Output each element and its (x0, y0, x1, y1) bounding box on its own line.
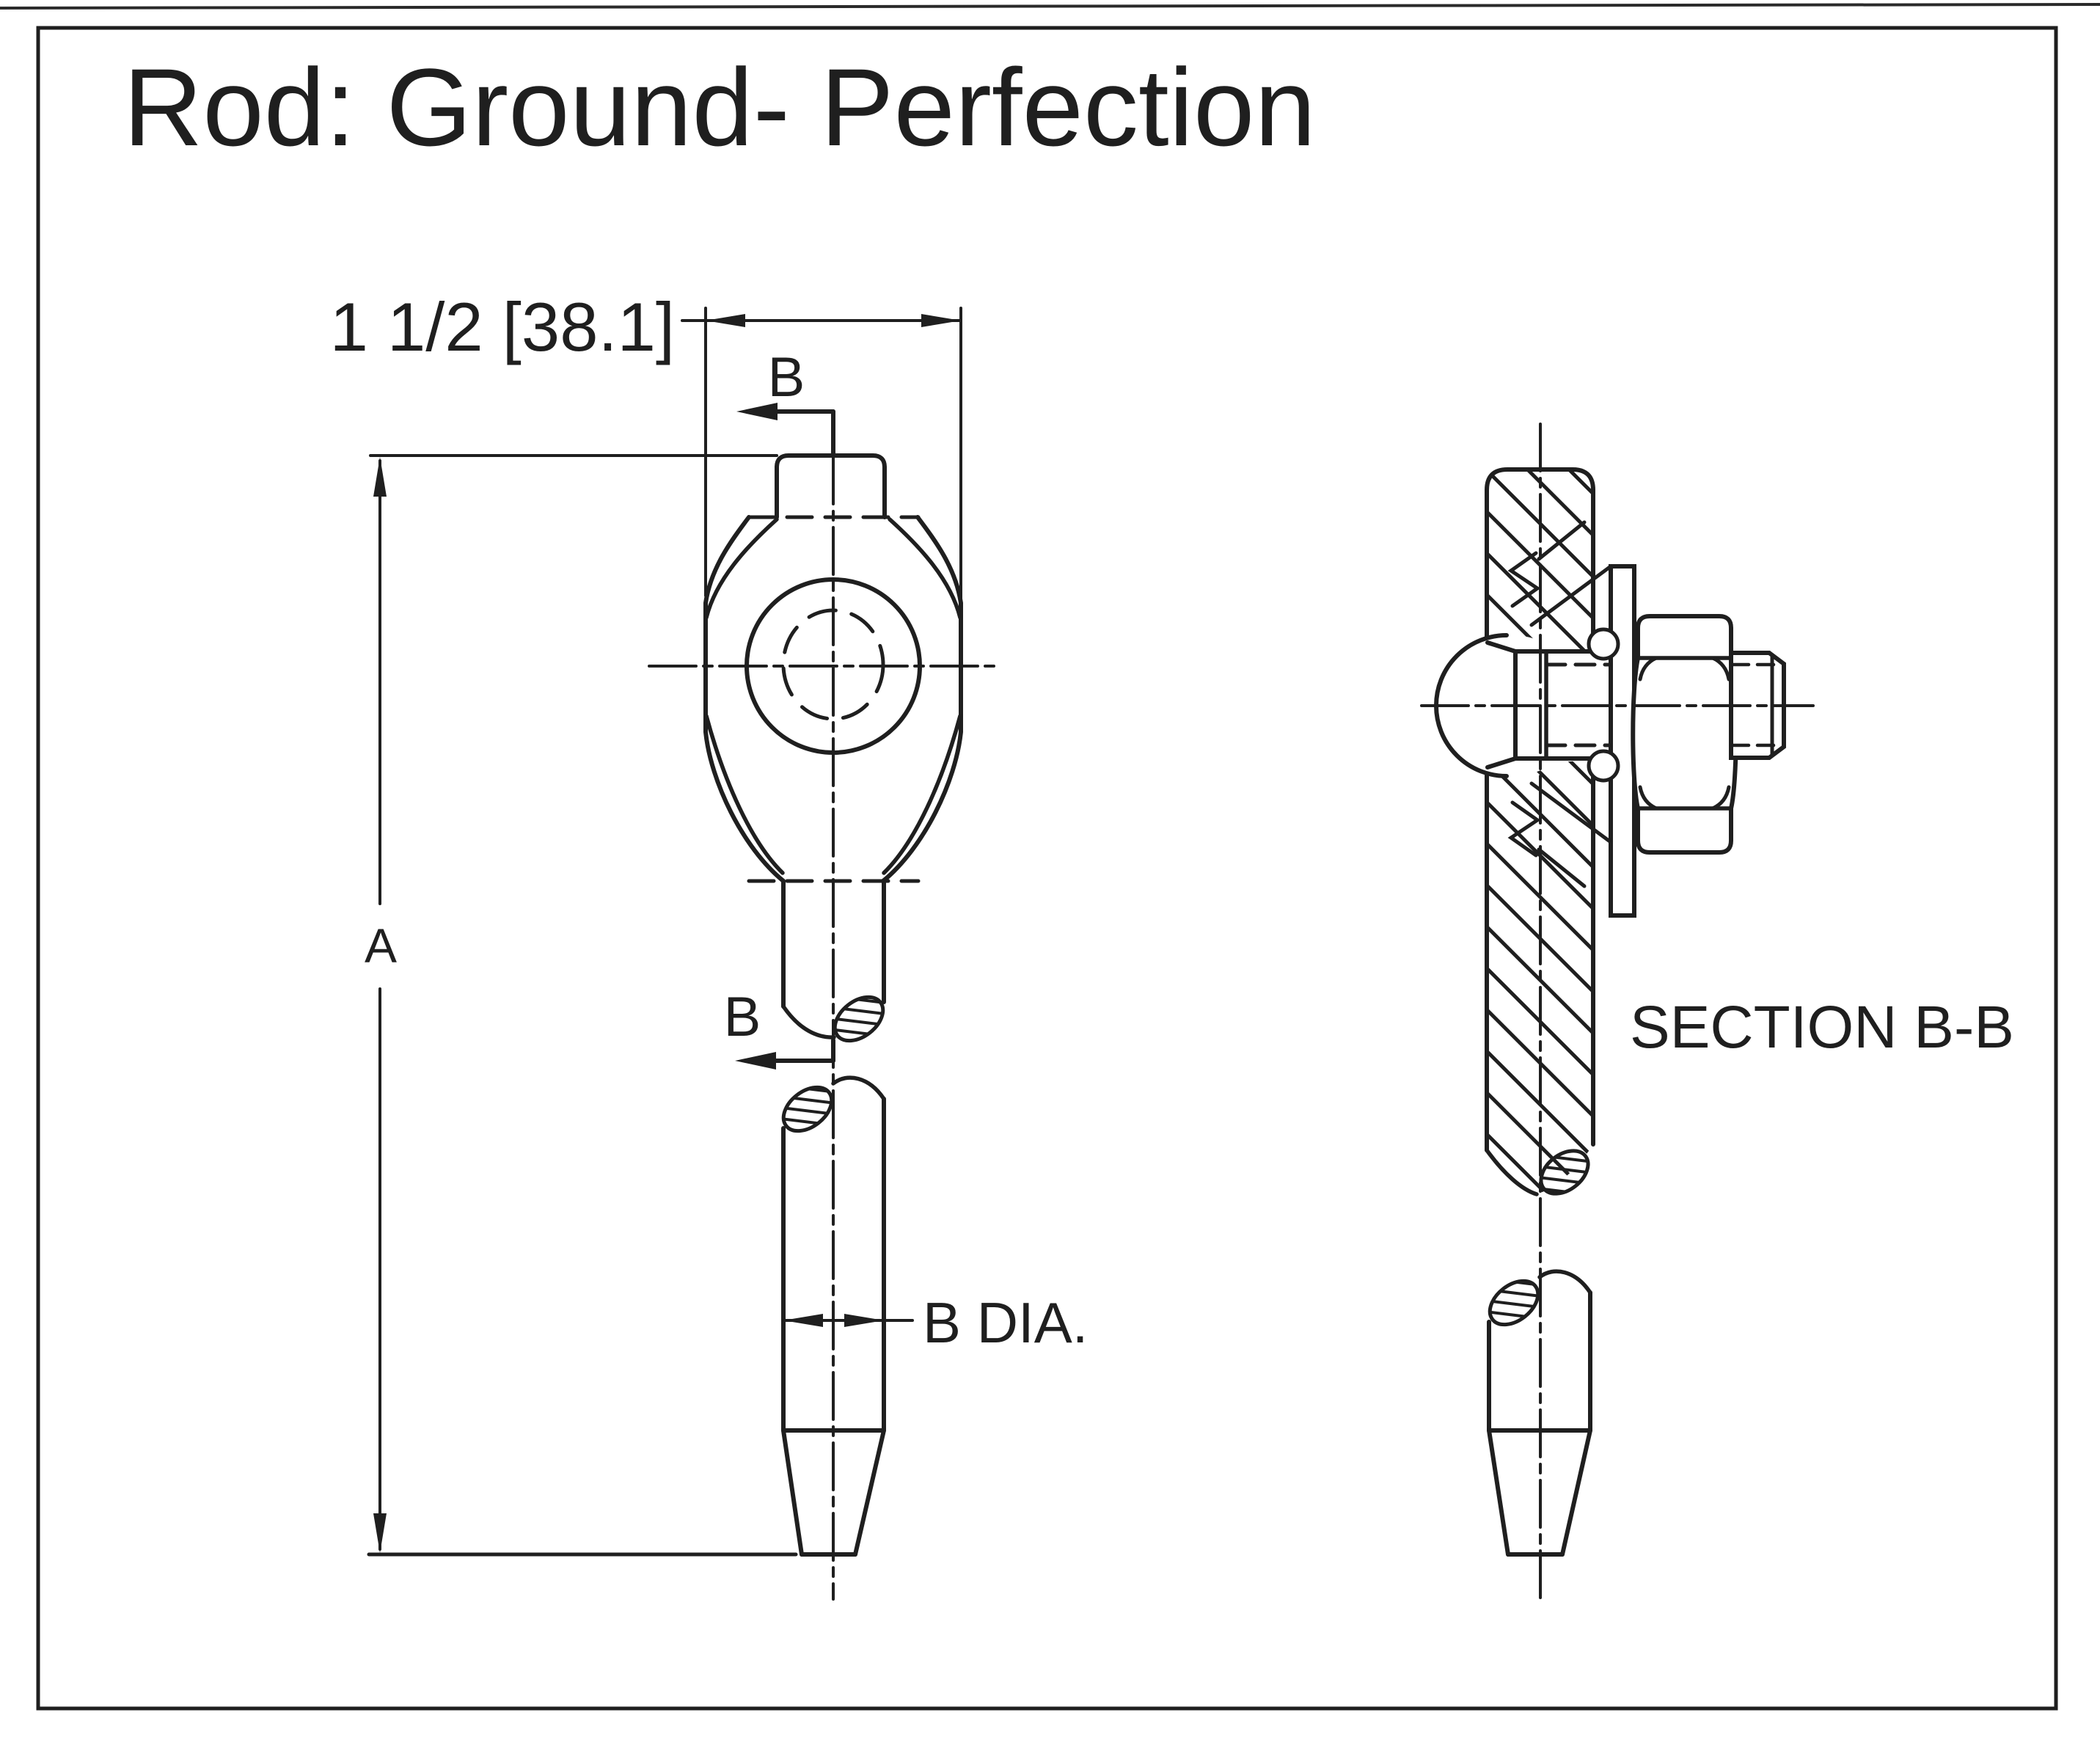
dimension-A: A (365, 454, 798, 1557)
flange-plate (1609, 564, 1636, 918)
centerlines-section (1420, 423, 1815, 1601)
arrowhead-right-icon (844, 1314, 884, 1327)
section-lower-rod (1487, 1269, 1592, 1557)
detent-pin-top (1587, 627, 1620, 661)
front-view: A 1 1/2 [38.1] B (330, 288, 1088, 1601)
arrowhead-left-icon (783, 1314, 823, 1327)
dimension-width-value: 1 1/2 [38.1] (330, 288, 675, 365)
centerlines-front (648, 456, 1003, 1601)
dimension-B-diameter: B DIA. (782, 1290, 1088, 1355)
section-view: SECTION B-B (1420, 423, 2014, 1601)
dimension-A-label: A (365, 918, 397, 973)
arrowhead-left-icon (706, 314, 745, 327)
section-caption: SECTION B-B (1630, 994, 2014, 1061)
section-arrow-icon (735, 1052, 776, 1070)
arrowhead-down-icon (373, 1513, 387, 1553)
sheet-border (36, 26, 2058, 1711)
dimension-width: 1 1/2 [38.1] (330, 288, 962, 606)
cutting-plane-label-top: B (768, 346, 805, 409)
boss-outline (775, 453, 887, 519)
break-symbols-front (781, 995, 885, 1133)
page-title: Rod: Ground- Perfection (123, 45, 1316, 169)
scan-edge-artifact (0, 3, 2100, 10)
dimension-B-dia-label: B DIA. (923, 1290, 1088, 1355)
detent-pin-bottom (1587, 749, 1620, 783)
arrowhead-up-icon (373, 457, 387, 497)
cutting-plane-B-top: B (736, 346, 835, 456)
arrowhead-right-icon (921, 314, 961, 327)
section-arrow-icon (736, 403, 778, 420)
title-block: Rod: Ground- Perfection (123, 45, 1316, 169)
cutting-plane-label-bottom: B (724, 986, 761, 1048)
hex-nut (1631, 614, 1738, 855)
cutting-plane-B-bottom: B (724, 986, 835, 1070)
retaining-clips (1507, 520, 1620, 888)
